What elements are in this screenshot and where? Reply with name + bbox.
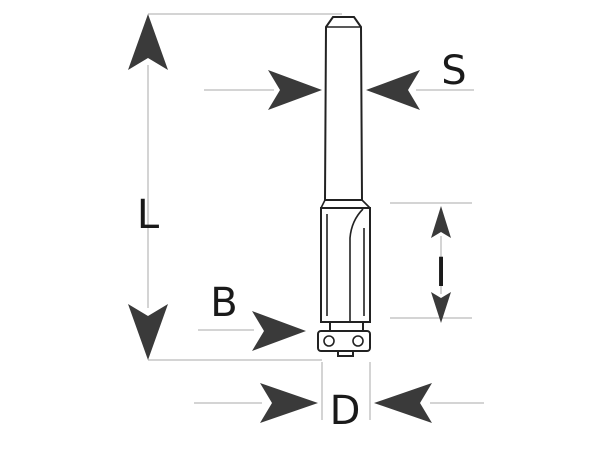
dimension-labels: S L I B D xyxy=(137,48,467,434)
shank-arrow-right-icon xyxy=(268,70,322,110)
label-overall-length: L xyxy=(137,192,160,238)
bearing-hole-left xyxy=(323,335,335,347)
label-cutting-length: I xyxy=(435,250,447,296)
length-arrow-down-icon xyxy=(128,304,168,360)
length-arrow-up-icon xyxy=(128,14,168,70)
label-cutting-diameter: D xyxy=(330,388,361,434)
dimension-arrows xyxy=(128,14,451,423)
cutting-body xyxy=(320,207,371,323)
bearing-arrow-right-icon xyxy=(252,311,306,351)
label-shank-diameter: S xyxy=(441,48,466,94)
cutting-length-arrow-up-icon xyxy=(431,206,451,238)
bearing-hole-right xyxy=(352,335,364,347)
shank-arrow-left-icon xyxy=(366,70,420,110)
shank-transition xyxy=(320,199,371,209)
shank xyxy=(323,16,364,201)
flute-curve xyxy=(349,208,364,322)
diameter-arrow-left-icon xyxy=(374,383,432,423)
cutting-length-arrow-down-icon xyxy=(431,292,451,323)
bearing-nub xyxy=(337,350,354,357)
bearing-neck xyxy=(329,321,364,332)
label-bearing-diameter: B xyxy=(210,280,237,326)
diameter-arrow-right-icon xyxy=(260,383,318,423)
extension-lines xyxy=(147,13,484,420)
router-bit xyxy=(317,16,371,357)
